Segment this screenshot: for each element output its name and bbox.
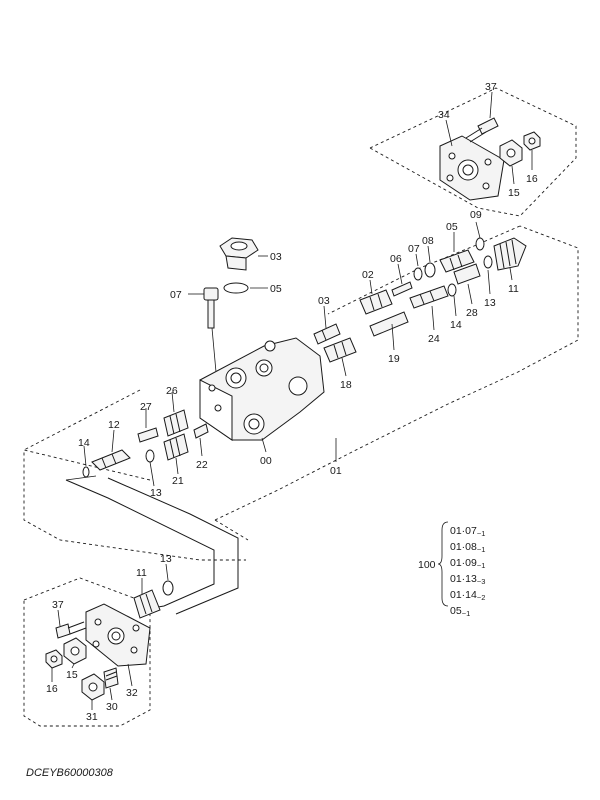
callout-26: 26 [166,385,178,397]
callout-30: 30 [106,701,118,713]
bottom-nut-16 [45,649,63,669]
callout-03-cap: 03 [270,251,282,263]
kit-item-2: 01·08~1 [450,541,485,554]
piston-05-top [439,249,475,273]
callout-34: 34 [438,109,450,121]
callout-31: 31 [86,711,98,723]
kit-item-1: 01·07~1 [450,525,485,538]
bolt-07 [203,287,219,373]
spring-28 [453,263,481,285]
callout-07-bolt: 07 [170,289,182,301]
oring-09 [475,237,485,251]
callout-19: 19 [388,353,400,365]
callout-07-b: 07 [408,243,420,255]
callout-14-b: 14 [450,319,462,331]
leader-lines [51,91,533,710]
kit-number: 100 [418,559,436,571]
callout-24: 24 [428,333,440,345]
kit-item-6: 05~1 [450,605,470,618]
top-cover-plate [439,135,505,201]
callout-15-low: 15 [66,669,78,681]
spring-11-low [133,589,161,619]
top-nut-15 [499,139,523,167]
oring-05 [223,282,249,294]
callout-14-left: 14 [78,437,90,449]
callout-03-b: 03 [318,295,330,307]
spool-19 [369,311,409,337]
spring-27 [137,427,159,443]
callout-37-top: 37 [485,81,497,93]
kit-brace [437,521,449,607]
callout-13-left: 13 [150,487,162,499]
top-nut-16 [523,131,541,151]
callout-12: 12 [108,419,120,431]
callout-labels: 37 34 15 16 03 05 07 09 08 07 05 06 02 0… [46,81,538,723]
spool-12 [91,449,131,471]
callout-09: 09 [470,209,482,221]
bottom-cover-plate [85,603,151,667]
poppet-18 [323,337,357,363]
callout-13-b: 13 [484,297,496,309]
kit-item-5: 01·14~2 [450,589,485,602]
callout-22: 22 [196,459,208,471]
callout-00: 00 [260,455,272,467]
callout-11-top: 11 [508,283,519,295]
callout-18: 18 [340,379,352,391]
callout-13-low: 13 [160,553,172,565]
callout-02: 02 [362,269,374,281]
kit-list: 100 01·07~1 01·08~1 01·09~1 01·13~3 01·1… [418,521,485,618]
callout-06: 06 [390,253,402,265]
callout-28: 28 [466,307,478,319]
bottom-cap-screw [55,621,87,639]
plug-03-spool [313,323,341,345]
plug-cap-03 [219,237,259,271]
callout-08: 08 [422,235,434,247]
callout-27: 27 [140,401,152,413]
bottom-nut-15 [63,637,87,665]
callout-01: 01 [330,465,342,477]
oring-14-left [82,466,90,478]
set-screw-30 [103,667,119,689]
top-cap-screw [465,117,499,143]
callout-21: 21 [172,475,184,487]
connector-lines [65,475,239,615]
callout-11-low: 11 [136,567,147,579]
nut-31 [81,673,105,701]
ring-07-top [413,267,423,281]
cover-boundary-bottom [23,577,151,727]
kit-item-4: 01·13~3 [450,573,485,586]
callout-16-top: 16 [526,173,538,185]
spring-11-top [493,237,527,271]
plug-22 [193,423,209,439]
callout-05-oring: 05 [270,283,282,295]
valve-housing-00 [199,337,325,441]
callout-32: 32 [126,687,138,699]
oring-13-left [145,449,155,463]
callout-16-low: 16 [46,683,58,695]
kit-item-3: 01·09~1 [450,557,485,570]
oring-14-top [447,283,457,297]
callout-37-low: 37 [52,599,64,611]
spring-26 [163,409,189,437]
ring-08 [424,262,436,278]
oring-13-low [162,580,174,596]
callout-15-top: 15 [508,187,520,199]
spool-24 [409,285,449,309]
pin-06 [391,281,413,297]
oring-13-top [483,255,493,269]
callout-05-b: 05 [446,221,458,233]
poppet-02 [359,289,393,315]
spring-21 [163,433,189,461]
figure-code: DCEYB60000308 [26,767,114,779]
